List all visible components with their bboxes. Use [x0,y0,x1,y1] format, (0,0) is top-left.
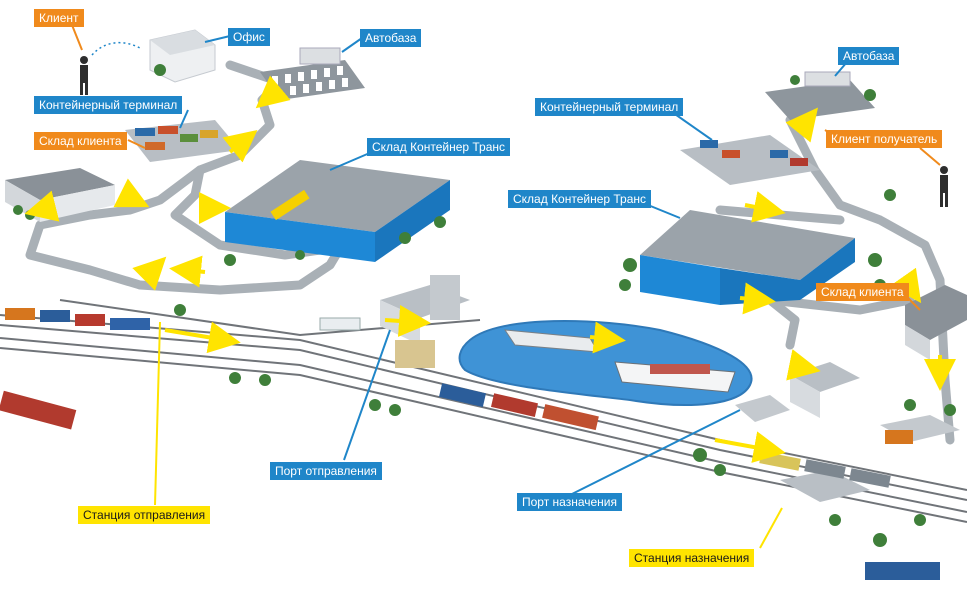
person-client-receiver [940,166,948,207]
leader-lines [71,24,941,549]
office-building [149,29,216,83]
container-terminal-right [680,135,820,185]
train-left [0,308,150,430]
train-right [759,451,940,580]
label-warehouse-ct-right: Склад Контейнер Транс [508,190,652,208]
label-autobase-left: Автобаза [360,29,422,47]
train-middle [319,317,599,431]
port-destination-buildings [735,362,860,422]
person-client [80,56,88,95]
label-destination-port: Порт назначения [517,493,622,511]
label-destination-station: Станция назначения [629,549,755,567]
label-client-warehouse-left: Склад клиента [34,132,127,150]
label-container-terminal-left: Контейнерный терминал [34,96,183,114]
label-office: Офис [228,28,270,46]
client-dotted-link [91,41,141,56]
harbor-water [458,320,753,406]
label-departure-port: Порт отправления [270,462,382,480]
label-client-warehouse-right: Склад клиента [816,283,909,301]
label-client: Клиент [34,9,84,27]
client-warehouse-right [905,285,967,360]
label-client-receiver: Клиент получатель [826,130,943,148]
ships [504,329,736,393]
warehouse-ct-left [225,160,450,262]
container-terminal-left [125,120,240,162]
label-departure-station: Станция отправления [78,506,211,524]
label-autobase-right: Автобаза [838,47,900,65]
autobase-right-lot [765,71,875,120]
flow-arrows [24,75,956,463]
destination-station-buildings [780,415,960,502]
label-warehouse-ct-left: Склад Контейнер Транс [367,138,511,156]
label-container-terminal-right: Контейнерный терминал [535,98,684,116]
